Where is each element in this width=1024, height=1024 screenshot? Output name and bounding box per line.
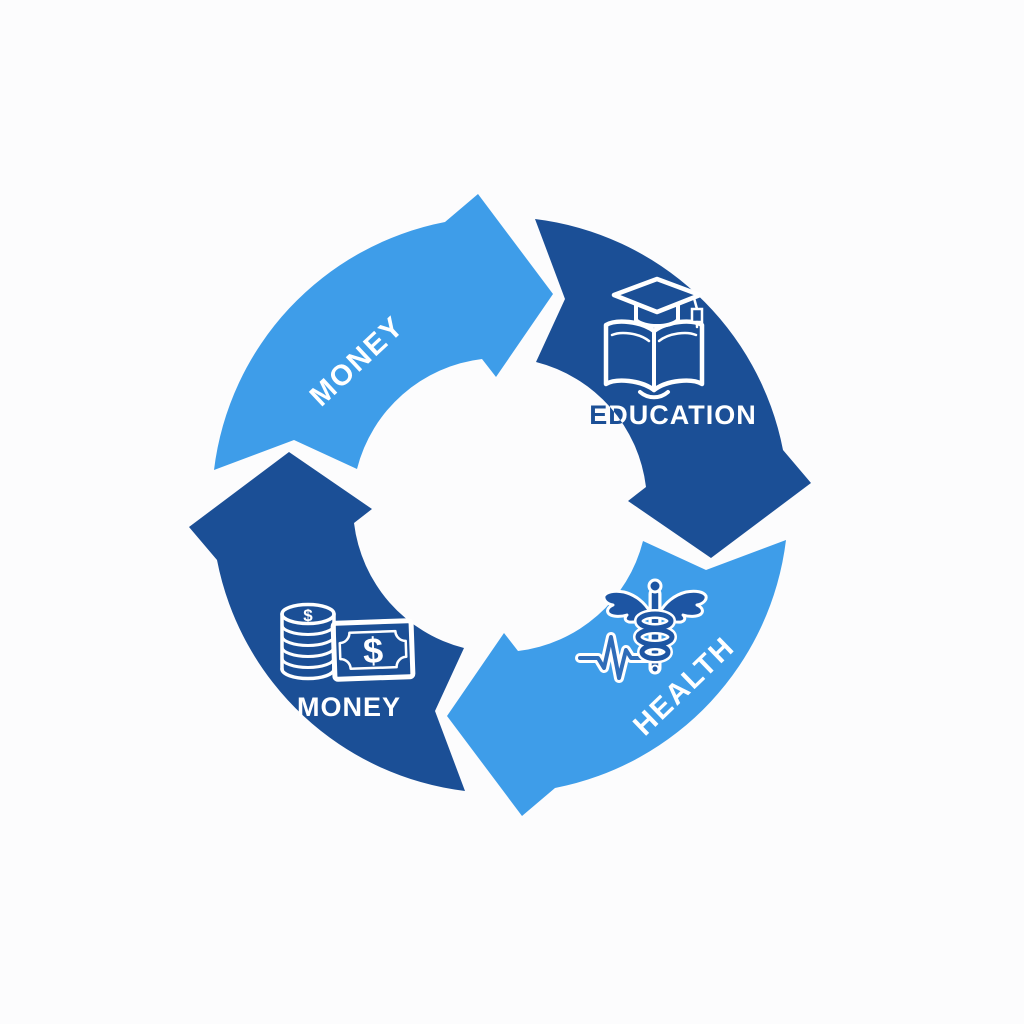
caduceus-icon [602, 578, 708, 675]
banknote-dollar-sign: $ [362, 630, 383, 672]
graduation-cap-book-icon [603, 276, 705, 400]
banknote-icon: $ [330, 618, 416, 682]
coin-dollar-sign: $ [303, 606, 313, 625]
money-bottom-label: MONEY [297, 692, 401, 722]
coins-banknote-icon: $ $ [280, 602, 416, 682]
caduceus-heartbeat-icon [575, 578, 708, 683]
heartbeat-icon [575, 632, 653, 683]
graduation-cap-icon [611, 276, 704, 329]
coin-stack-icon: $ [280, 602, 336, 681]
education-label: EDUCATION [589, 400, 757, 430]
